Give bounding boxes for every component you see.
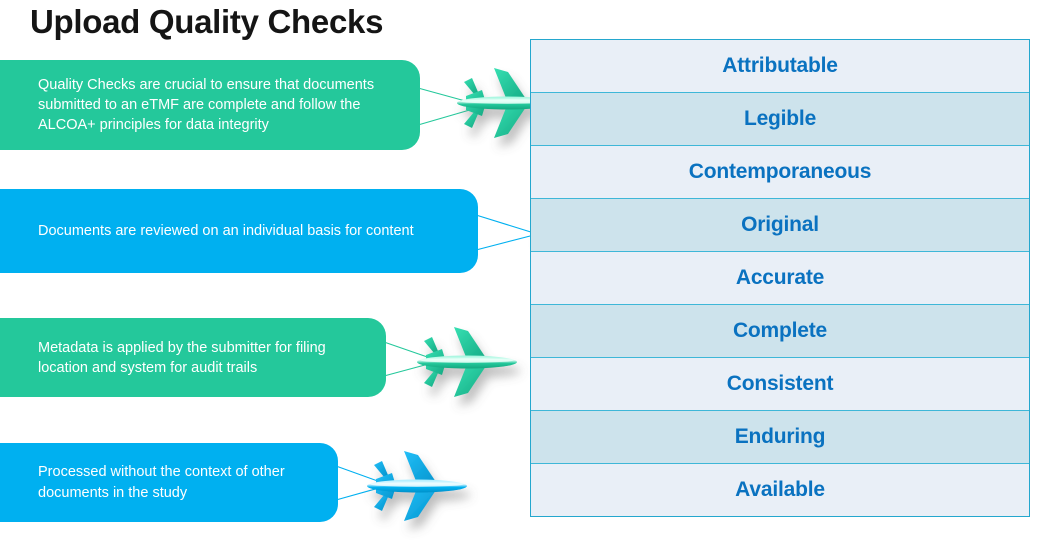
page-title: Upload Quality Checks [30, 3, 384, 40]
alcoa-label: Original [741, 213, 819, 236]
alcoa-label: Legible [743, 107, 817, 130]
callout-box-3[interactable]: Metadata is applied by the submitter for… [0, 318, 386, 397]
alcoa-label: Enduring [734, 425, 826, 448]
alcoa-principles-panel: Attributable Legible Contemporaneous Ori… [530, 39, 1030, 517]
callout-text-3: Metadata is applied by the submitter for… [38, 339, 326, 376]
alcoa-label: Available [735, 478, 825, 501]
alcoa-label: Accurate [735, 266, 825, 289]
callout-text-4: Processed without the context of other d… [38, 463, 285, 501]
alcoa-row-attributable[interactable]: Attributable [531, 40, 1029, 93]
airplane-icon [417, 327, 517, 397]
callout-text-1: Quality Checks are crucial to ensure tha… [38, 77, 375, 133]
alcoa-row-available[interactable]: Available [531, 464, 1029, 516]
alcoa-row-accurate[interactable]: Accurate [531, 252, 1029, 305]
callout-text-2: Documents are reviewed on an individual … [38, 222, 414, 239]
callout-box-1[interactable]: Quality Checks are crucial to ensure tha… [0, 60, 420, 150]
callout-box-2[interactable]: Documents are reviewed on an individual … [0, 189, 478, 273]
alcoa-label: Consistent [726, 372, 834, 395]
alcoa-row-contemporaneous[interactable]: Contemporaneous [531, 146, 1029, 199]
callout-box-4[interactable]: Processed without the context of other d… [0, 443, 338, 522]
airplane-icon [367, 451, 467, 521]
alcoa-row-legible[interactable]: Legible [531, 93, 1029, 146]
alcoa-row-original[interactable]: Original [531, 199, 1029, 252]
alcoa-row-complete[interactable]: Complete [531, 305, 1029, 358]
alcoa-row-enduring[interactable]: Enduring [531, 411, 1029, 464]
alcoa-row-consistent[interactable]: Consistent [531, 358, 1029, 411]
alcoa-label: Attributable [722, 54, 838, 77]
alcoa-label: Contemporaneous [688, 160, 872, 183]
alcoa-label: Complete [732, 319, 828, 342]
